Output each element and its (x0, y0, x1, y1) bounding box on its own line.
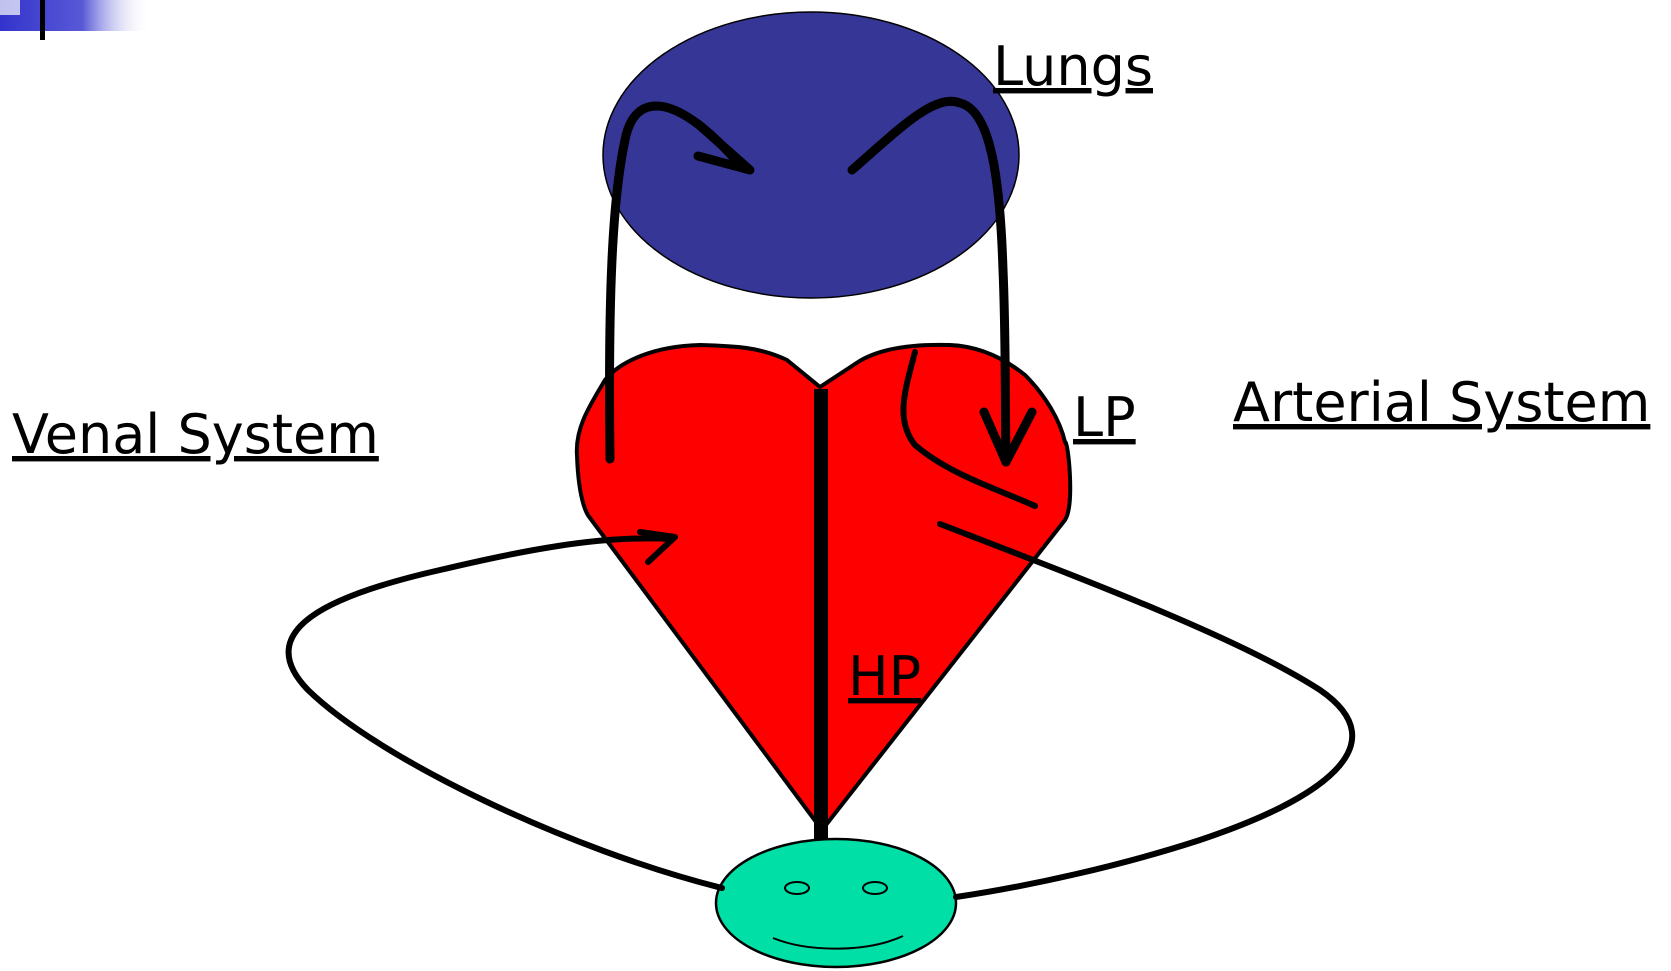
label-venal-system: Venal System (12, 403, 379, 466)
label-arterial-system: Arterial System (1233, 371, 1650, 434)
label-lungs: Lungs (993, 35, 1153, 98)
label-lp: LP (1073, 386, 1136, 449)
body-smiley (716, 839, 956, 967)
corner-accent (0, 0, 150, 40)
lungs-shape (603, 12, 1019, 298)
label-hp: HP (848, 645, 921, 708)
